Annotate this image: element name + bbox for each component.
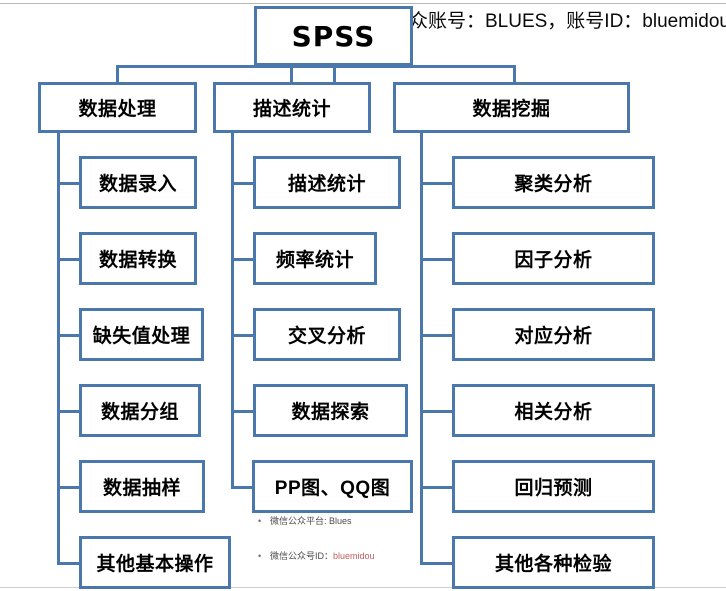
- connector-rib-c1-3: [57, 334, 80, 337]
- node-branch-data-mining[interactable]: 数据挖掘: [393, 82, 630, 133]
- bullet-icon: •: [258, 516, 262, 526]
- footnote-list: • 微信公众平台: Blues • 微信公众号ID：bluemidou: [258, 514, 438, 584]
- connector-rib-c2-1: [231, 182, 254, 185]
- node-leaf-other-basic-ops[interactable]: 其他基本操作: [79, 536, 231, 589]
- node-branch-data-processing[interactable]: 数据处理: [38, 82, 197, 133]
- node-leaf-regression-prediction[interactable]: 回归预测: [452, 460, 655, 513]
- node-leaf-pp-qq-plot[interactable]: PP图、QQ图: [252, 460, 413, 513]
- node-root-spss[interactable]: SPSS: [254, 6, 413, 66]
- node-leaf-correspondence-analysis[interactable]: 对应分析: [452, 308, 655, 361]
- connector-branch-drop-3: [513, 65, 516, 84]
- node-leaf-cluster-analysis[interactable]: 聚类分析: [452, 156, 655, 209]
- node-branch-descriptive-stats[interactable]: 描述统计: [213, 82, 371, 133]
- connector-spine-col3: [420, 131, 423, 565]
- node-leaf-correlation-analysis[interactable]: 相关分析: [452, 384, 655, 437]
- connector-rib-c2-3: [231, 334, 254, 337]
- connector-rib-c2-2: [231, 258, 254, 261]
- slide-bottom-rule: [0, 587, 726, 588]
- connector-rib-c3-5: [420, 486, 453, 489]
- connector-rib-c3-2: [420, 258, 453, 261]
- connector-rib-c3-3: [420, 334, 453, 337]
- footnote-item: • 微信公众号ID：bluemidou: [258, 549, 438, 562]
- connector-rib-c3-4: [420, 410, 453, 413]
- connector-rib-c3-1: [420, 182, 453, 185]
- connector-rib-c1-5: [57, 486, 80, 489]
- connector-branch-drop-2: [290, 65, 293, 84]
- connector-spine-col1: [57, 131, 60, 565]
- node-leaf-other-tests[interactable]: 其他各种检验: [452, 536, 655, 589]
- header-caption: 众账号：BLUES，账号ID：bluemidou: [409, 11, 726, 32]
- node-leaf-frequency-stats[interactable]: 频率统计: [253, 232, 377, 285]
- connector-rib-c1-4: [57, 410, 80, 413]
- node-leaf-data-transform[interactable]: 数据转换: [79, 232, 197, 285]
- connector-rib-c1-1: [57, 182, 80, 185]
- footnote-text: 微信公众号ID：: [270, 551, 334, 561]
- connector-rib-c2-5: [231, 486, 254, 489]
- footnote-accent-text: bluemidou: [333, 551, 375, 561]
- bullet-icon: •: [258, 551, 262, 561]
- node-leaf-descriptive-stats[interactable]: 描述统计: [253, 156, 401, 209]
- connector-rib-c1-2: [57, 258, 80, 261]
- node-leaf-factor-analysis[interactable]: 因子分析: [452, 232, 655, 285]
- connector-spine-col2: [231, 131, 234, 489]
- connector-rib-c3-6: [420, 562, 453, 565]
- node-leaf-data-entry[interactable]: 数据录入: [79, 156, 197, 209]
- node-leaf-data-sampling[interactable]: 数据抽样: [79, 460, 205, 513]
- footnote-item: • 微信公众平台: Blues: [258, 514, 438, 527]
- connector-rib-c1-6: [57, 562, 80, 565]
- connector-rib-c2-4: [231, 410, 254, 413]
- connector-branch-drop-1: [116, 65, 119, 84]
- node-leaf-crosstab-analysis[interactable]: 交叉分析: [253, 308, 401, 361]
- connector-root-stem: [333, 65, 336, 95]
- node-leaf-data-grouping[interactable]: 数据分组: [79, 384, 201, 437]
- footnote-text: 微信公众平台: Blues: [270, 516, 352, 526]
- node-leaf-missing-values[interactable]: 缺失值处理: [79, 308, 204, 361]
- node-leaf-data-exploration[interactable]: 数据探索: [253, 384, 408, 437]
- slide-top-rule: [0, 3, 726, 4]
- connector-root-bus: [116, 65, 516, 68]
